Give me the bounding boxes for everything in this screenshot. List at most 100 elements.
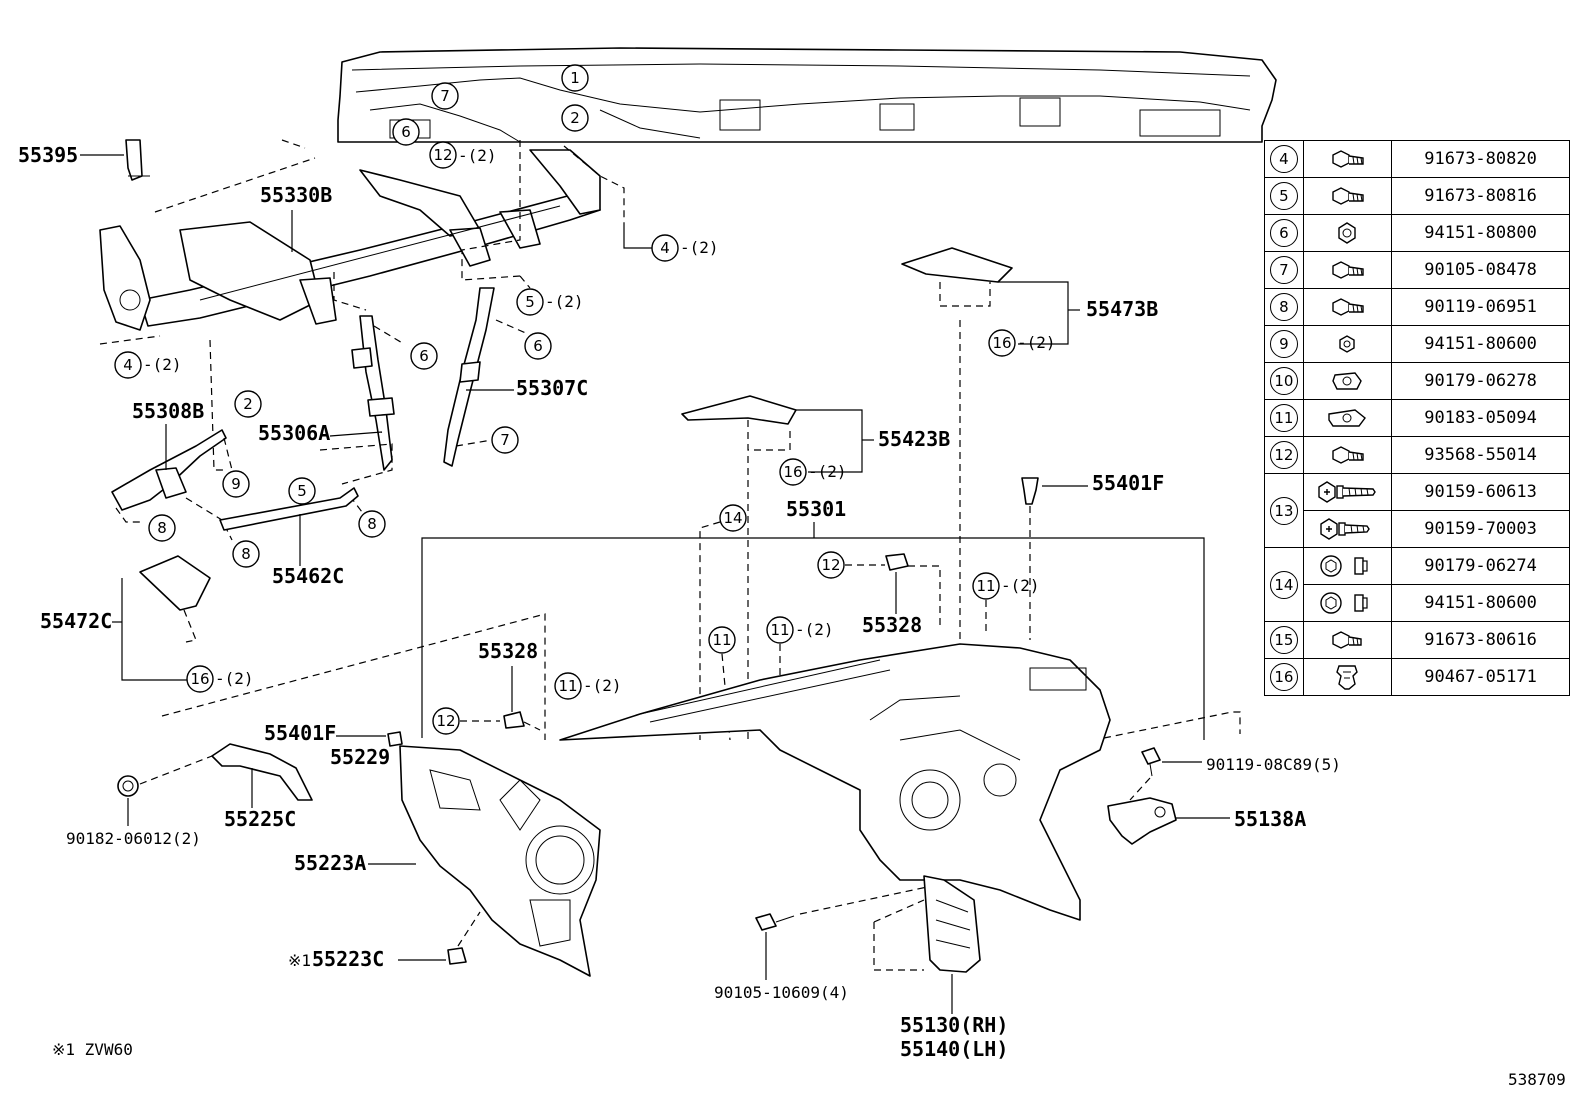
washer-nut-icon xyxy=(1320,592,1369,614)
ref-2-top: 2 xyxy=(561,104,589,132)
svg-text:55229: 55229 xyxy=(330,745,390,769)
cover-55472C: 55472C xyxy=(40,555,211,681)
bolt-90105: 90105-10609(4) xyxy=(714,885,933,1002)
ref-number: 6 xyxy=(1269,219,1298,247)
ref-number: 11 xyxy=(1269,404,1298,432)
svg-text:55130(RH): 55130(RH) xyxy=(900,1013,1008,1037)
ref-2-left: 2 xyxy=(234,390,262,418)
brace-55462C: 55462C xyxy=(219,487,359,588)
ref-5-upper: 5 -(2) xyxy=(516,275,584,316)
part-number: 90159-70003 xyxy=(1391,510,1570,548)
nut-icon xyxy=(1338,222,1357,244)
clip-nut-icon xyxy=(1332,372,1363,390)
part-number: 94151-80600 xyxy=(1391,584,1570,622)
svg-text:11: 11 xyxy=(558,677,577,695)
svg-text:12: 12 xyxy=(436,712,455,730)
svg-text:55462C: 55462C xyxy=(272,564,344,588)
flange-bolt-icon xyxy=(1320,518,1371,540)
footnote: ※1 ZVW60 xyxy=(52,1040,133,1059)
ref-number: 9 xyxy=(1269,330,1298,358)
table-row: 4 91673-80820 xyxy=(1264,140,1570,178)
svg-text:90119-08C89(5): 90119-08C89(5) xyxy=(1206,755,1341,774)
ref-11-midright: 11 -(2) xyxy=(766,616,834,740)
table-row: 16 90467-05171 xyxy=(1264,658,1570,696)
ref-5-lower: 5 xyxy=(288,477,316,505)
diagram-number: 538709 xyxy=(1508,1070,1566,1089)
clip-55401F-left: 55401F xyxy=(264,721,403,747)
bolt-icon xyxy=(1332,631,1363,649)
svg-text:55223C: 55223C xyxy=(312,947,384,971)
ref-number: 14 xyxy=(1269,570,1298,599)
ref-7-top: 7 xyxy=(431,82,459,110)
part-number: 90179-06274 xyxy=(1391,547,1570,585)
part-number: 90119-06951 xyxy=(1391,288,1570,326)
svg-text:90105-10609(4): 90105-10609(4) xyxy=(714,983,849,1002)
bracket-55308B: 55308B xyxy=(111,399,233,541)
svg-text:11: 11 xyxy=(770,621,789,639)
svg-text:-(2): -(2) xyxy=(458,146,497,165)
part-number: 90179-06278 xyxy=(1391,362,1570,400)
ref-16-mid: 16 -(2) xyxy=(779,458,847,486)
table-row: 11 90183-05094 xyxy=(1264,399,1570,437)
svg-text:4: 4 xyxy=(660,239,670,257)
ref-11-mid: 11 xyxy=(708,626,736,741)
svg-text:16: 16 xyxy=(190,670,209,688)
svg-text:12: 12 xyxy=(821,556,840,574)
svg-text:55308B: 55308B xyxy=(132,399,204,423)
svg-text:2: 2 xyxy=(243,395,253,413)
svg-text:11: 11 xyxy=(712,631,731,649)
ref-number: 7 xyxy=(1269,256,1298,284)
part-number: 94151-80800 xyxy=(1391,214,1570,252)
guide-line xyxy=(209,339,226,471)
part-number: 90105-08478 xyxy=(1391,251,1570,289)
bolt-icon xyxy=(1332,150,1365,168)
ref-number: 10 xyxy=(1269,367,1298,395)
clip-55328-left: 55328 xyxy=(478,639,541,731)
ref-number: 5 xyxy=(1269,182,1298,210)
clip-55328-right: 55328 xyxy=(862,553,941,637)
svg-text:55301: 55301 xyxy=(786,497,846,521)
flange-bolt-icon xyxy=(1318,481,1377,503)
nut-icon xyxy=(1339,335,1356,353)
svg-text:16: 16 xyxy=(783,463,802,481)
guide-line xyxy=(99,335,161,345)
svg-text:1: 1 xyxy=(570,69,580,87)
cover-55423B: 55423B xyxy=(681,395,950,740)
ref-11-right: 11 -(2) xyxy=(972,572,1040,636)
svg-text:-(2): -(2) xyxy=(808,462,847,481)
ref-number: 15 xyxy=(1269,626,1298,654)
bracket-55395: 55395 xyxy=(18,139,150,181)
ref-16-right: 16 -(2) xyxy=(988,329,1056,357)
part-number: 90159-60613 xyxy=(1391,473,1570,511)
part-number: 94151-80600 xyxy=(1391,325,1570,363)
table-row: 9 94151-80600 xyxy=(1264,325,1570,363)
svg-text:-(2): -(2) xyxy=(680,238,719,257)
ref-4-right: 4 -(2) xyxy=(623,228,719,262)
part-number: 90183-05094 xyxy=(1391,399,1570,437)
table-row: 15 91673-80616 xyxy=(1264,621,1570,659)
bolt-icon xyxy=(1332,261,1365,279)
svg-text:5: 5 xyxy=(297,482,307,500)
svg-text:7: 7 xyxy=(440,87,450,105)
svg-text:※1: ※1 xyxy=(288,951,311,970)
ref-7-mid: 7 xyxy=(491,426,519,454)
bolt-icon xyxy=(1332,187,1365,205)
ref-11-left: 11 -(2) xyxy=(554,672,622,700)
ref-4-left: 4 -(2) xyxy=(114,351,182,379)
ref-12-top: 12 -(2) xyxy=(429,141,497,169)
dash-insulator xyxy=(559,643,1111,921)
svg-text:6: 6 xyxy=(419,347,429,365)
table-row: 5 91673-80816 xyxy=(1264,177,1570,215)
svg-text:-(2): -(2) xyxy=(1017,333,1056,352)
nut-90182: 90182-06012(2) xyxy=(66,775,201,848)
clip-icon xyxy=(1336,665,1359,690)
washer-nut-icon xyxy=(1320,555,1369,577)
ref-8-c: 8 xyxy=(349,495,386,538)
fastener-legend: 4 91673-80820 5 91673-80816 6 94151-8080… xyxy=(1264,140,1570,696)
bolt-90119: 90119-08C89(5) xyxy=(1103,711,1341,801)
clip-55223C: ※1 55223C xyxy=(288,911,481,971)
label-55229: 55229 xyxy=(330,745,390,769)
table-row: 7 90105-08478 xyxy=(1264,251,1570,289)
clip-55401F-right: 55401F xyxy=(1021,471,1164,640)
